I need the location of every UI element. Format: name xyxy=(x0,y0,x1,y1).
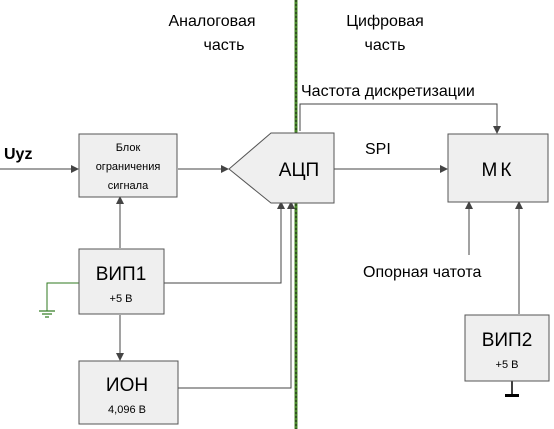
limiter-label-1: Блок xyxy=(116,142,141,154)
adc-block xyxy=(228,132,335,204)
vip1-block xyxy=(78,248,165,315)
input-signal-label: Uyz xyxy=(4,146,32,163)
limiter-block xyxy=(78,133,178,198)
digital-region-label-1: Цифровая xyxy=(346,13,424,30)
limiter-label-3: сигнала xyxy=(108,180,149,192)
sampling-freq-label: Частота дискретизации xyxy=(301,83,475,100)
mcu-label: МК xyxy=(482,160,515,181)
ion-label: ИОН xyxy=(106,375,148,396)
ion-to-adc-wire xyxy=(178,201,295,389)
sampling-freq-wire xyxy=(299,103,501,134)
ion-voltage: 4,096 В xyxy=(108,404,146,416)
ref-freq-label: Опорная чатота xyxy=(363,264,481,281)
adc-label: АЦП xyxy=(279,160,319,181)
vip1-ground-icon xyxy=(39,282,79,318)
ion-block xyxy=(78,360,179,425)
analog-region-label-1: Аналоговая xyxy=(168,13,255,30)
vip2-ground-icon xyxy=(505,381,519,397)
mcu-block xyxy=(447,133,549,203)
vip1-to-adc-wire xyxy=(164,201,285,284)
vip2-block xyxy=(464,314,550,382)
limiter-label-2: ограничения xyxy=(96,161,161,173)
vip2-voltage: +5 В xyxy=(496,359,519,371)
vip1-voltage: +5 В xyxy=(110,293,133,305)
vip1-label: ВИП1 xyxy=(96,264,147,285)
analog-region-label-2: часть xyxy=(204,37,245,54)
digital-region-label-2: часть xyxy=(365,37,406,54)
vip2-label: ВИП2 xyxy=(482,330,533,351)
spi-label: SPI xyxy=(365,141,391,158)
